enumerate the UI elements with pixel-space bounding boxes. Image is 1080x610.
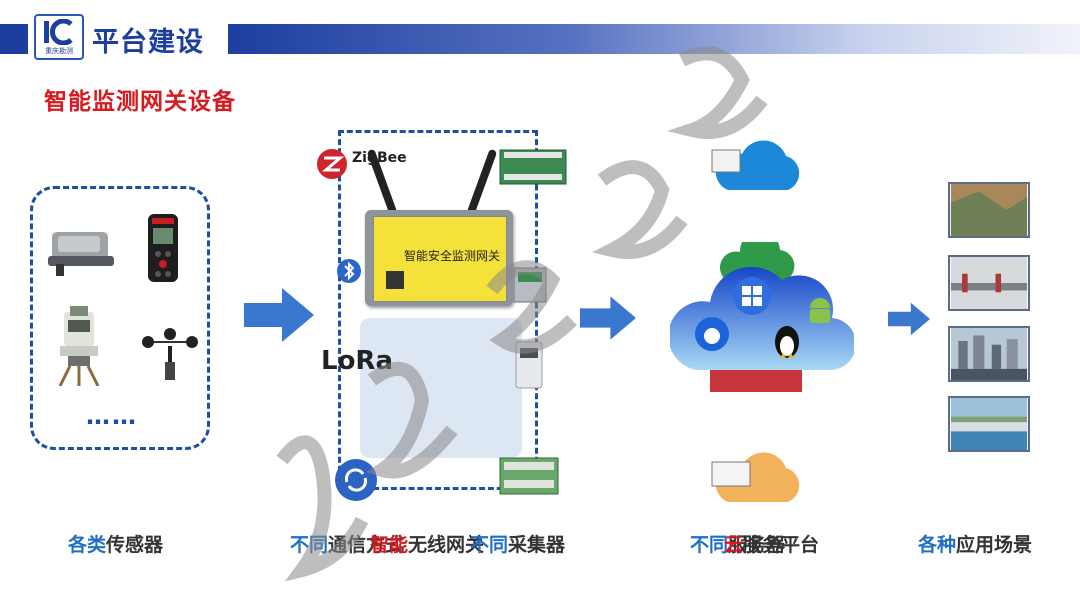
scene-city-image — [948, 326, 1030, 382]
sensor-group — [30, 186, 210, 450]
scene-dam-image — [948, 396, 1030, 452]
caption-collectors: 不同采集器 — [470, 534, 566, 556]
logo-mark-icon — [44, 19, 73, 45]
header-bar-right — [228, 24, 1080, 54]
bluetooth-icon — [337, 259, 361, 283]
collector-box-icon — [513, 267, 547, 303]
zigbee-icon — [317, 149, 347, 179]
caption-servers: 不同服务器 — [690, 534, 786, 556]
windows-icon — [733, 277, 771, 315]
linux-icon — [775, 326, 799, 358]
laser-rangefinder-icon — [148, 214, 178, 282]
collector-module-icon — [499, 457, 559, 495]
caption-cloud-platform: 云服务平台 — [724, 534, 820, 556]
android-icon — [810, 298, 830, 323]
more-sensors-ellipsis: …… — [86, 402, 138, 430]
gateway-screen: 智能安全监测网关 — [373, 216, 507, 302]
caption-sensors: 各类传感器 — [68, 534, 164, 556]
company-logo: 重庆勘测 — [34, 14, 84, 60]
collector-panel — [360, 318, 522, 458]
zigbee-label: ZigBee — [352, 150, 407, 166]
data-logger-icon — [515, 341, 543, 389]
lora-label: LoRa — [321, 346, 393, 376]
logo-text: 重庆勘测 — [45, 47, 73, 55]
apple-icon — [695, 317, 729, 351]
sensor-inclinometer-icon — [48, 232, 114, 276]
orange-server-icon — [711, 452, 800, 502]
cloud-server-icon — [711, 140, 800, 190]
total-station-icon — [58, 306, 100, 386]
arrow-right-icon — [244, 288, 314, 342]
red-server-icon — [710, 364, 802, 392]
caption-gateway: 智能无线网关 — [370, 534, 485, 556]
header-bar-left — [0, 24, 28, 54]
qr-code-icon — [386, 271, 404, 289]
gateway-device-label: 智能安全监测网关 — [404, 249, 501, 263]
caption-scenarios: 各种应用场景 — [918, 534, 1033, 556]
section-title: 智能监测网关设备 — [44, 89, 236, 115]
sync-icon — [335, 459, 377, 501]
collector-board-icon — [499, 149, 567, 185]
gateway-device: 智能安全监测网关 — [365, 210, 513, 306]
anemometer-icon — [142, 328, 198, 380]
arrow-right-icon — [888, 302, 930, 336]
scene-landslide-image — [948, 182, 1030, 238]
page-title: 平台建设 — [92, 27, 204, 58]
scene-bridge-image — [948, 255, 1030, 311]
arrow-right-icon — [580, 296, 636, 340]
